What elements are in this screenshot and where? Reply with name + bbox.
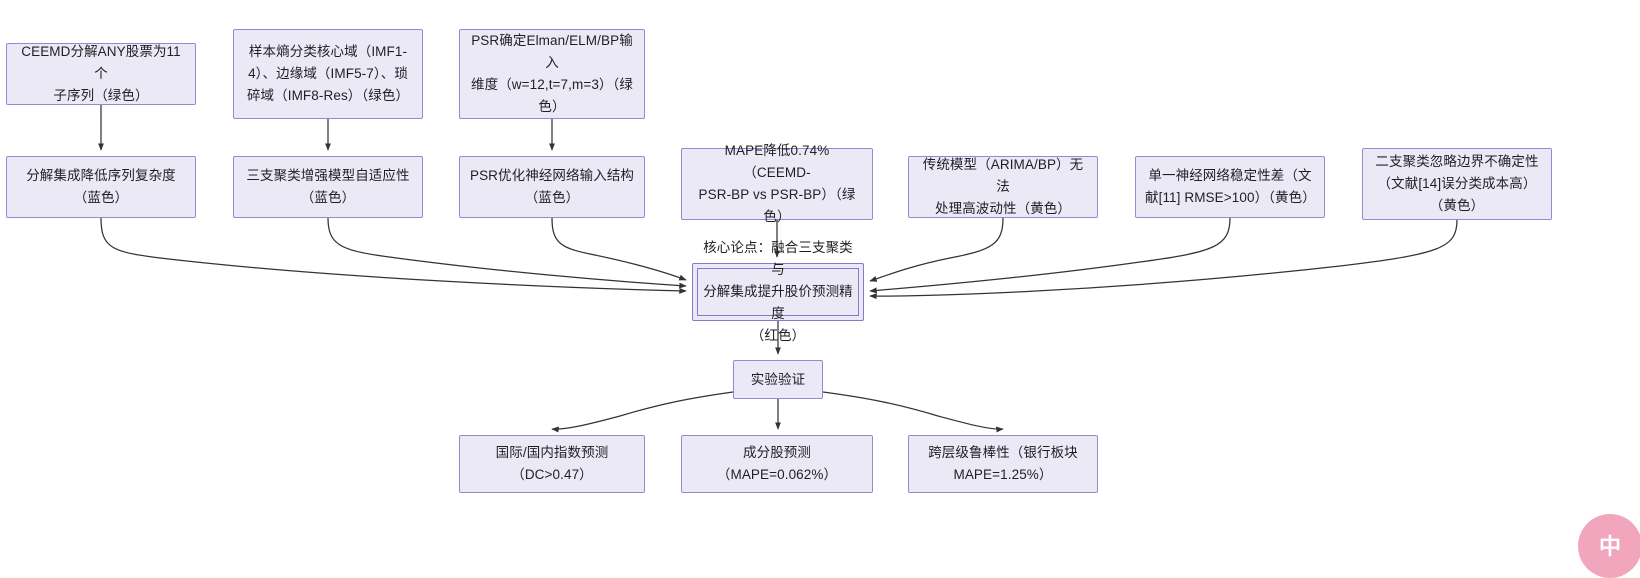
node-label: 国际/国内指数预测 （DC>0.47） [495, 445, 609, 482]
node-psr-optimize-nn-input[interactable]: PSR优化神经网络输入结构 （蓝色） [459, 156, 645, 218]
node-label: 三支聚类增强模型自适应性 （蓝色） [246, 168, 410, 205]
node-label: 跨层级鲁棒性（银行板块 MAPE=1.25%） [928, 445, 1078, 482]
edge-exp-r1 [551, 391, 734, 433]
node-label: 核心论点：融合三支聚类与 分解集成提升股价预测精度 （红色） [703, 240, 853, 343]
edge-n6-core [551, 217, 687, 281]
node-label: MAPE降低0.74%（CEEMD- PSR-BP vs PSR-BP）（绿 色… [698, 143, 856, 224]
node-traditional-model-limitation[interactable]: 传统模型（ARIMA/BP）无法 处理高波动性（黄色） [908, 156, 1098, 218]
node-three-way-clustering-adaptivity[interactable]: 三支聚类增强模型自适应性 （蓝色） [233, 156, 423, 218]
edge-n8-core [869, 217, 1004, 282]
node-label: 成分股预测 （MAPE=0.062%） [716, 445, 838, 482]
node-label: 传统模型（ARIMA/BP）无法 处理高波动性（黄色） [922, 157, 1084, 216]
node-two-way-clustering-boundary[interactable]: 二支聚类忽略边界不确定性 （文献[14]误分类成本高） （黄色） [1362, 148, 1552, 220]
node-mape-improvement[interactable]: MAPE降低0.74%（CEEMD- PSR-BP vs PSR-BP）（绿 色… [681, 143, 873, 224]
edge-n4-core [100, 217, 687, 294]
watermark-label: 中 [1598, 534, 1621, 559]
node-single-nn-instability[interactable]: 单一神经网络稳定性差（文 献[11] RMSE>100）（黄色） [1135, 156, 1325, 218]
watermark-badge: 中 [1578, 514, 1640, 578]
node-experimental-validation[interactable]: 实验验证 [733, 360, 823, 399]
node-label: 分解集成降低序列复杂度 （蓝色） [26, 168, 176, 205]
node-label: 二支聚类忽略边界不确定性 （文献[14]误分类成本高） （黄色） [1375, 154, 1539, 213]
node-label: CEEMD分解ANY股票为11个 子序列（绿色） [21, 44, 181, 103]
node-constituent-stock-forecast-result[interactable]: 成分股预测 （MAPE=0.062%） [681, 435, 873, 493]
node-index-forecast-result[interactable]: 国际/国内指数预测 （DC>0.47） [459, 435, 645, 493]
node-label: 样本熵分类核心域（IMF1- 4）、边缘域（IMF5-7）、琐 碎域（IMF8-… [246, 44, 410, 103]
node-label: 实验验证 [750, 371, 806, 387]
node-ceemd-decompose[interactable]: CEEMD分解ANY股票为11个 子序列（绿色） [6, 43, 196, 105]
edge-n5-core [327, 217, 687, 289]
node-label: PSR确定Elman/ELM/BP输入 维度（w=12,t=7,m=3）（绿 色… [471, 33, 633, 114]
node-reduce-series-complexity[interactable]: 分解集成降低序列复杂度 （蓝色） [6, 156, 196, 218]
edge-n10-core [869, 219, 1458, 300]
node-core-claim[interactable]: 核心论点：融合三支聚类与 分解集成提升股价预测精度 （红色） [692, 240, 864, 343]
edge-exp-r3 [822, 391, 1004, 433]
node-psr-input-dimension[interactable]: PSR确定Elman/ELM/BP输入 维度（w=12,t=7,m=3）（绿 色… [459, 29, 645, 119]
node-sample-entropy-classify[interactable]: 样本熵分类核心域（IMF1- 4）、边缘域（IMF5-7）、琐 碎域（IMF8-… [233, 29, 423, 119]
node-label: PSR优化神经网络输入结构 （蓝色） [469, 168, 635, 205]
edge-n9-core [869, 217, 1231, 294]
node-label: 单一神经网络稳定性差（文 献[11] RMSE>100）（黄色） [1145, 168, 1316, 205]
node-cross-level-robustness-result[interactable]: 跨层级鲁棒性（银行板块 MAPE=1.25%） [908, 435, 1098, 493]
